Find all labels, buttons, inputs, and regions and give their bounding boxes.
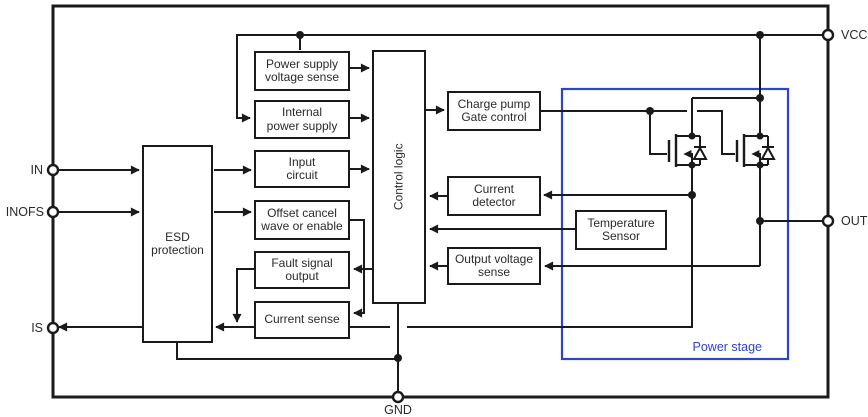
pin-gnd-label: GND <box>384 403 412 417</box>
power-stage-region <box>560 87 790 361</box>
wire-power-stage-sense <box>407 165 693 328</box>
pin-out-label: OUT <box>841 214 868 228</box>
pin-inofs-label: INOFS <box>5 205 44 219</box>
block-input-circuit-label: Input circuit <box>286 154 318 182</box>
pin-gnd-terminal <box>391 390 405 404</box>
pin-terminals <box>46 28 835 404</box>
block-input-circuit: Input circuit <box>254 150 350 188</box>
block-current-sense-label: Current sense <box>264 312 340 327</box>
junction-dots <box>296 31 764 362</box>
block-power-supply-voltage-sense: Power supply voltage sense <box>254 51 350 91</box>
mosfet-2-body-arrow <box>751 150 761 165</box>
block-esd-protection-label: ESD protection <box>151 229 204 257</box>
mosfet-1-diode-triangle <box>692 145 708 160</box>
chip-outline <box>51 4 830 399</box>
block-current-detector: Current detector <box>447 176 541 216</box>
pin-vcc-label: VCC <box>841 28 868 42</box>
pin-in-label: IN <box>30 163 44 177</box>
block-internal-power-supply-label: Internal power supply <box>266 105 338 133</box>
wires <box>58 34 824 391</box>
mosfet-2 <box>735 134 776 167</box>
block-power-supply-voltage-sense-label: Power supply voltage sense <box>264 56 340 84</box>
wire-esd-to-gnd <box>176 343 396 360</box>
block-control-logic-label: Control logic <box>391 143 406 211</box>
wire-fault-to-is-line <box>232 268 254 323</box>
mosfet-1 <box>667 134 708 167</box>
block-internal-power-supply: Internal power supply <box>254 100 350 139</box>
block-temperature-sensor: Temperature Sensor <box>575 210 667 250</box>
wire-vcc-rail <box>236 34 824 123</box>
pin-vcc-terminal <box>821 28 835 42</box>
pin-is-label: IS <box>31 321 43 335</box>
pin-inofs-terminal <box>46 205 60 219</box>
block-output-voltage-sense-label: Output voltage sense <box>454 251 534 279</box>
block-charge-pump-gate-control-label: Charge pump Gate control <box>457 96 531 124</box>
wire-gate-fet1 <box>649 111 667 155</box>
block-output-voltage-sense: Output voltage sense <box>447 247 541 285</box>
pin-is-terminal <box>46 321 60 335</box>
block-offset-cancel: Offset cancel wave or enable <box>254 200 350 240</box>
block-fault-signal-output-label: Fault signal output <box>271 255 333 283</box>
block-temperature-sensor-label: Temperature Sensor <box>587 215 655 243</box>
block-control-logic: Control logic <box>372 50 426 304</box>
power-stage-label: Power stage <box>692 340 762 354</box>
block-esd-protection: ESD protection <box>142 145 213 343</box>
wire-gate-fet2 <box>697 110 735 155</box>
pin-out-terminal <box>821 214 835 228</box>
pin-in-terminal <box>46 163 60 177</box>
mosfet-1-body-arrow <box>683 150 693 165</box>
wire-offset-branch <box>350 219 365 318</box>
block-offset-cancel-label: Offset cancel wave or enable <box>261 205 343 233</box>
mosfet-2-diode-triangle <box>760 145 776 160</box>
block-current-detector-label: Current detector <box>472 181 516 209</box>
block-fault-signal-output: Fault signal output <box>254 251 350 289</box>
block-current-sense: Current sense <box>254 301 350 339</box>
block-charge-pump-gate-control: Charge pump Gate control <box>447 91 541 131</box>
